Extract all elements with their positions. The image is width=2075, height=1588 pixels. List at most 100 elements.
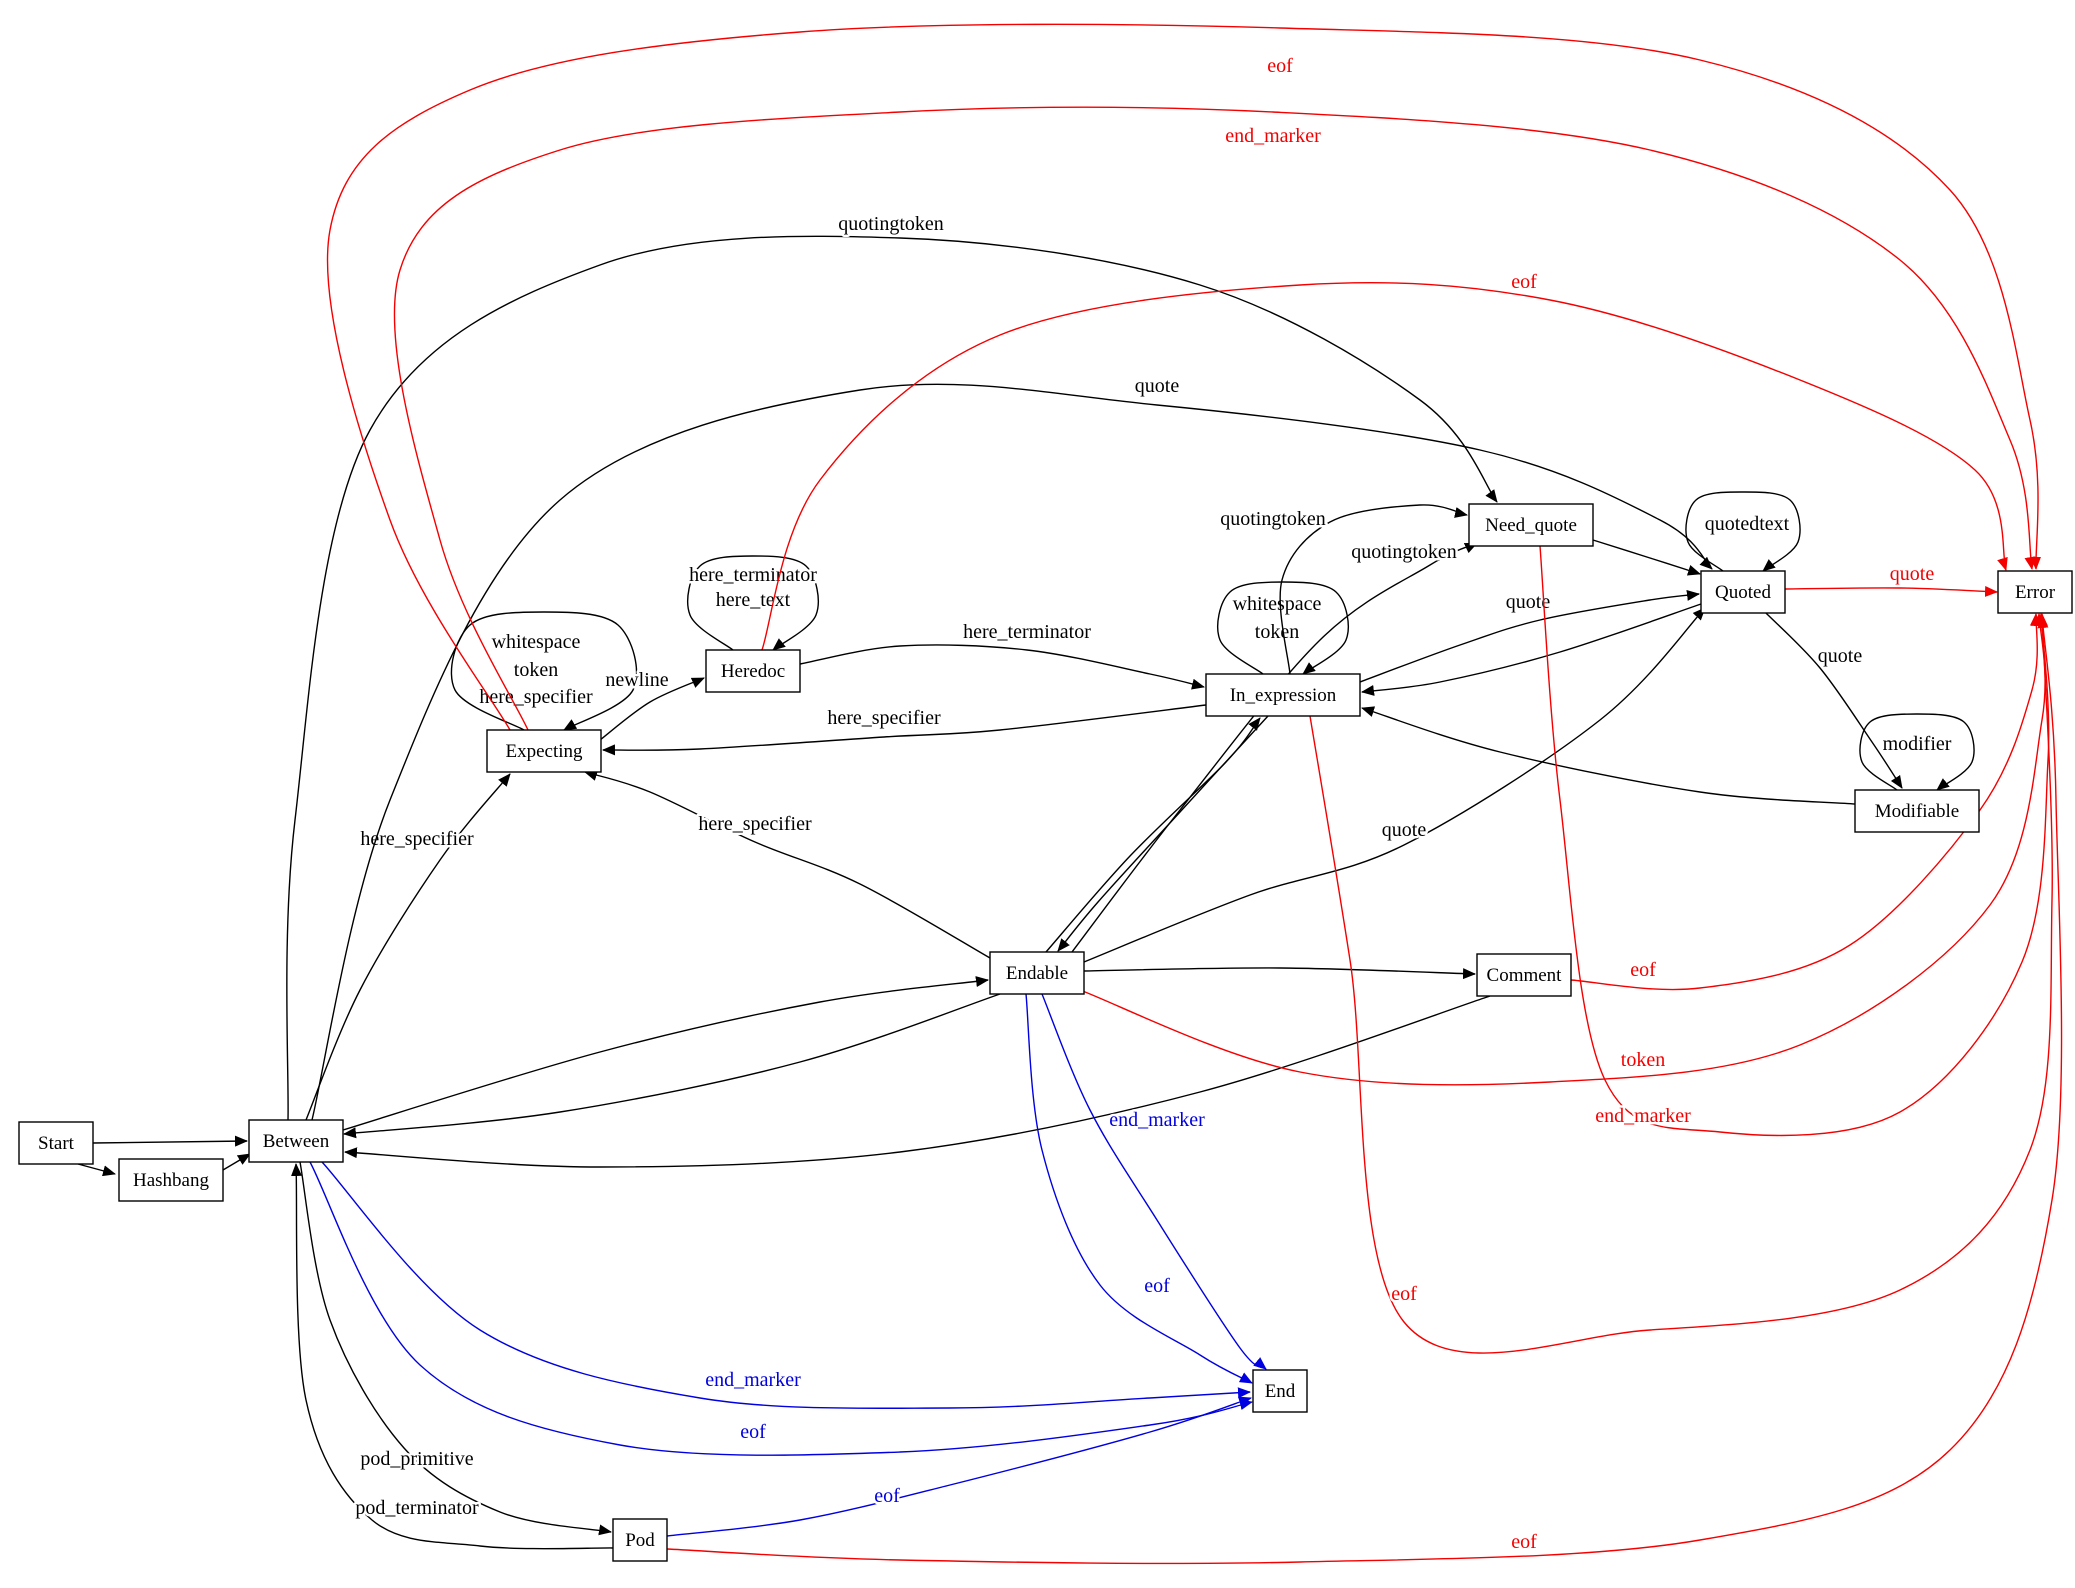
edge-line [326,23,2042,731]
edge-in_expression-need_quote: quotingtoken [1218,504,1468,675]
edge-line [1685,491,1801,572]
node-label: Modifiable [1875,801,1959,822]
node-label: In_expression [1230,685,1337,706]
edge-label-token: token [1255,621,1299,643]
edge-label-quote: quote [1818,645,1863,667]
edge-label-end_marker: end_marker [1225,125,1321,147]
edge-between-endable [342,976,989,1131]
edge-comment-between [344,995,1491,1168]
edge-need_quote-error: end_marker [1539,545,2050,1137]
edge-line [344,995,1491,1168]
edge-line [1784,585,1998,597]
edge-between-pod: pod_primitive [299,1161,612,1536]
edge-line [761,281,2008,651]
node-box [1205,673,1361,717]
edge-line [584,770,991,959]
edge-between-end: end_marker [321,1161,1251,1409]
edge-label-quotingtoken: quotingtoken [838,213,944,235]
edge-line [222,1153,251,1171]
node-label: End [1265,1381,1296,1402]
edge-label-eof: eof [1511,271,1537,293]
edge-label-eof: eof [1630,959,1656,981]
edge-label-quotingtoken: quotingtoken [1220,508,1326,530]
node-label: Expecting [505,741,583,762]
edge-label-eof: eof [740,1421,766,1443]
node-box [486,729,602,773]
node-label: Quoted [1715,582,1771,603]
node-hashbang: Hashbang [118,1158,224,1202]
edge-quoted-in_expression [1361,603,1702,696]
node-label: Need_quote [1485,515,1577,536]
node-end: End [1252,1369,1308,1413]
edge-line [1359,589,1700,683]
edge-in_expression-quoted: quote [1359,589,1700,683]
edge-label-here_terminator: here_terminator [689,564,817,586]
node-box [1468,503,1594,547]
edge-start-between [92,1135,248,1147]
edge-label-whitespace: whitespace [492,631,581,653]
edge-label-eof: eof [1391,1283,1417,1305]
edge-line [1079,613,2046,1086]
edge-line [599,677,705,741]
edge-expecting-error: eof [326,23,2042,731]
node-box [1854,789,1980,833]
edge-label-quote: quote [1382,819,1427,841]
node-error: Error [1997,570,2073,614]
node-between: Between [248,1119,344,1163]
edge-need_quote-quoted [1592,539,1701,576]
edge-label-quote: quote [1135,375,1180,397]
edge-comment-error: eof [1570,613,2041,991]
edge-expecting-heredoc: newline [599,667,705,741]
edge-line [1539,545,2050,1137]
edge-heredoc-in_expression: here_terminator [799,619,1205,690]
node-box [1997,570,2073,614]
edge-line [1361,603,1702,696]
edge-line [309,1161,1253,1456]
edge-hashbang-between [222,1153,251,1171]
node-modifiable: Modifiable [1854,789,1980,833]
edge-label-here_text: here_text [716,589,791,611]
node-comment: Comment [1476,953,1572,997]
edge-label-eof: eof [1144,1275,1170,1297]
edge-line [1592,539,1701,576]
edge-endable-comment [1083,967,1476,980]
node-box [1700,570,1786,614]
edge-line [450,611,638,731]
edge-between-need_quote: quotingtoken [286,211,1498,1121]
edge-label-end_marker: end_marker [1595,1105,1691,1127]
edge-line [1361,706,1856,805]
edge-label-whitespace: whitespace [1233,593,1322,615]
edge-quoted-modifiable: quote [1765,612,1903,789]
node-box [248,1119,344,1163]
edge-between-quoted: quote [311,373,1713,1121]
edge-line [799,644,1205,690]
edge-label-quotedtext: quotedtext [1705,513,1790,535]
edge-line [1765,612,1903,789]
edge-endable-error: token [1079,613,2046,1086]
edge-line [1279,504,1468,675]
node-box [118,1158,224,1202]
node-pod: Pod [612,1518,668,1562]
edge-label-newline: newline [605,669,668,691]
node-expecting: Expecting [486,729,602,773]
edge-label-here_specifier: here_specifier [698,813,812,835]
edge-in_expression-expecting: here_specifier [602,704,1207,756]
node-start: Start [18,1121,94,1165]
edges-layer: here_specifierquotingtokenquotewhitespac… [77,23,2063,1565]
edge-pod-between: pod_terminator [291,1163,614,1550]
edge-label-pod_terminator: pod_terminator [355,1497,479,1519]
edge-in_expression-in_expression: whitespace token [1217,581,1349,675]
edge-endable-in_expression [1045,717,1261,953]
edge-quoted-quoted: quotedtext [1685,491,1801,572]
edge-pod-end: eof [666,1396,1252,1537]
node-label: Start [38,1133,75,1154]
node-heredoc: Heredoc [705,649,801,693]
edge-label-here_specifier: here_specifier [827,707,941,729]
edge-line [92,1135,248,1147]
edge-line [1041,993,1267,1370]
edge-in_expression-error: eof [1309,613,2053,1354]
edge-line [1570,613,2041,991]
edge-label-pod_primitive: pod_primitive [360,1448,473,1470]
node-box [1476,953,1572,997]
